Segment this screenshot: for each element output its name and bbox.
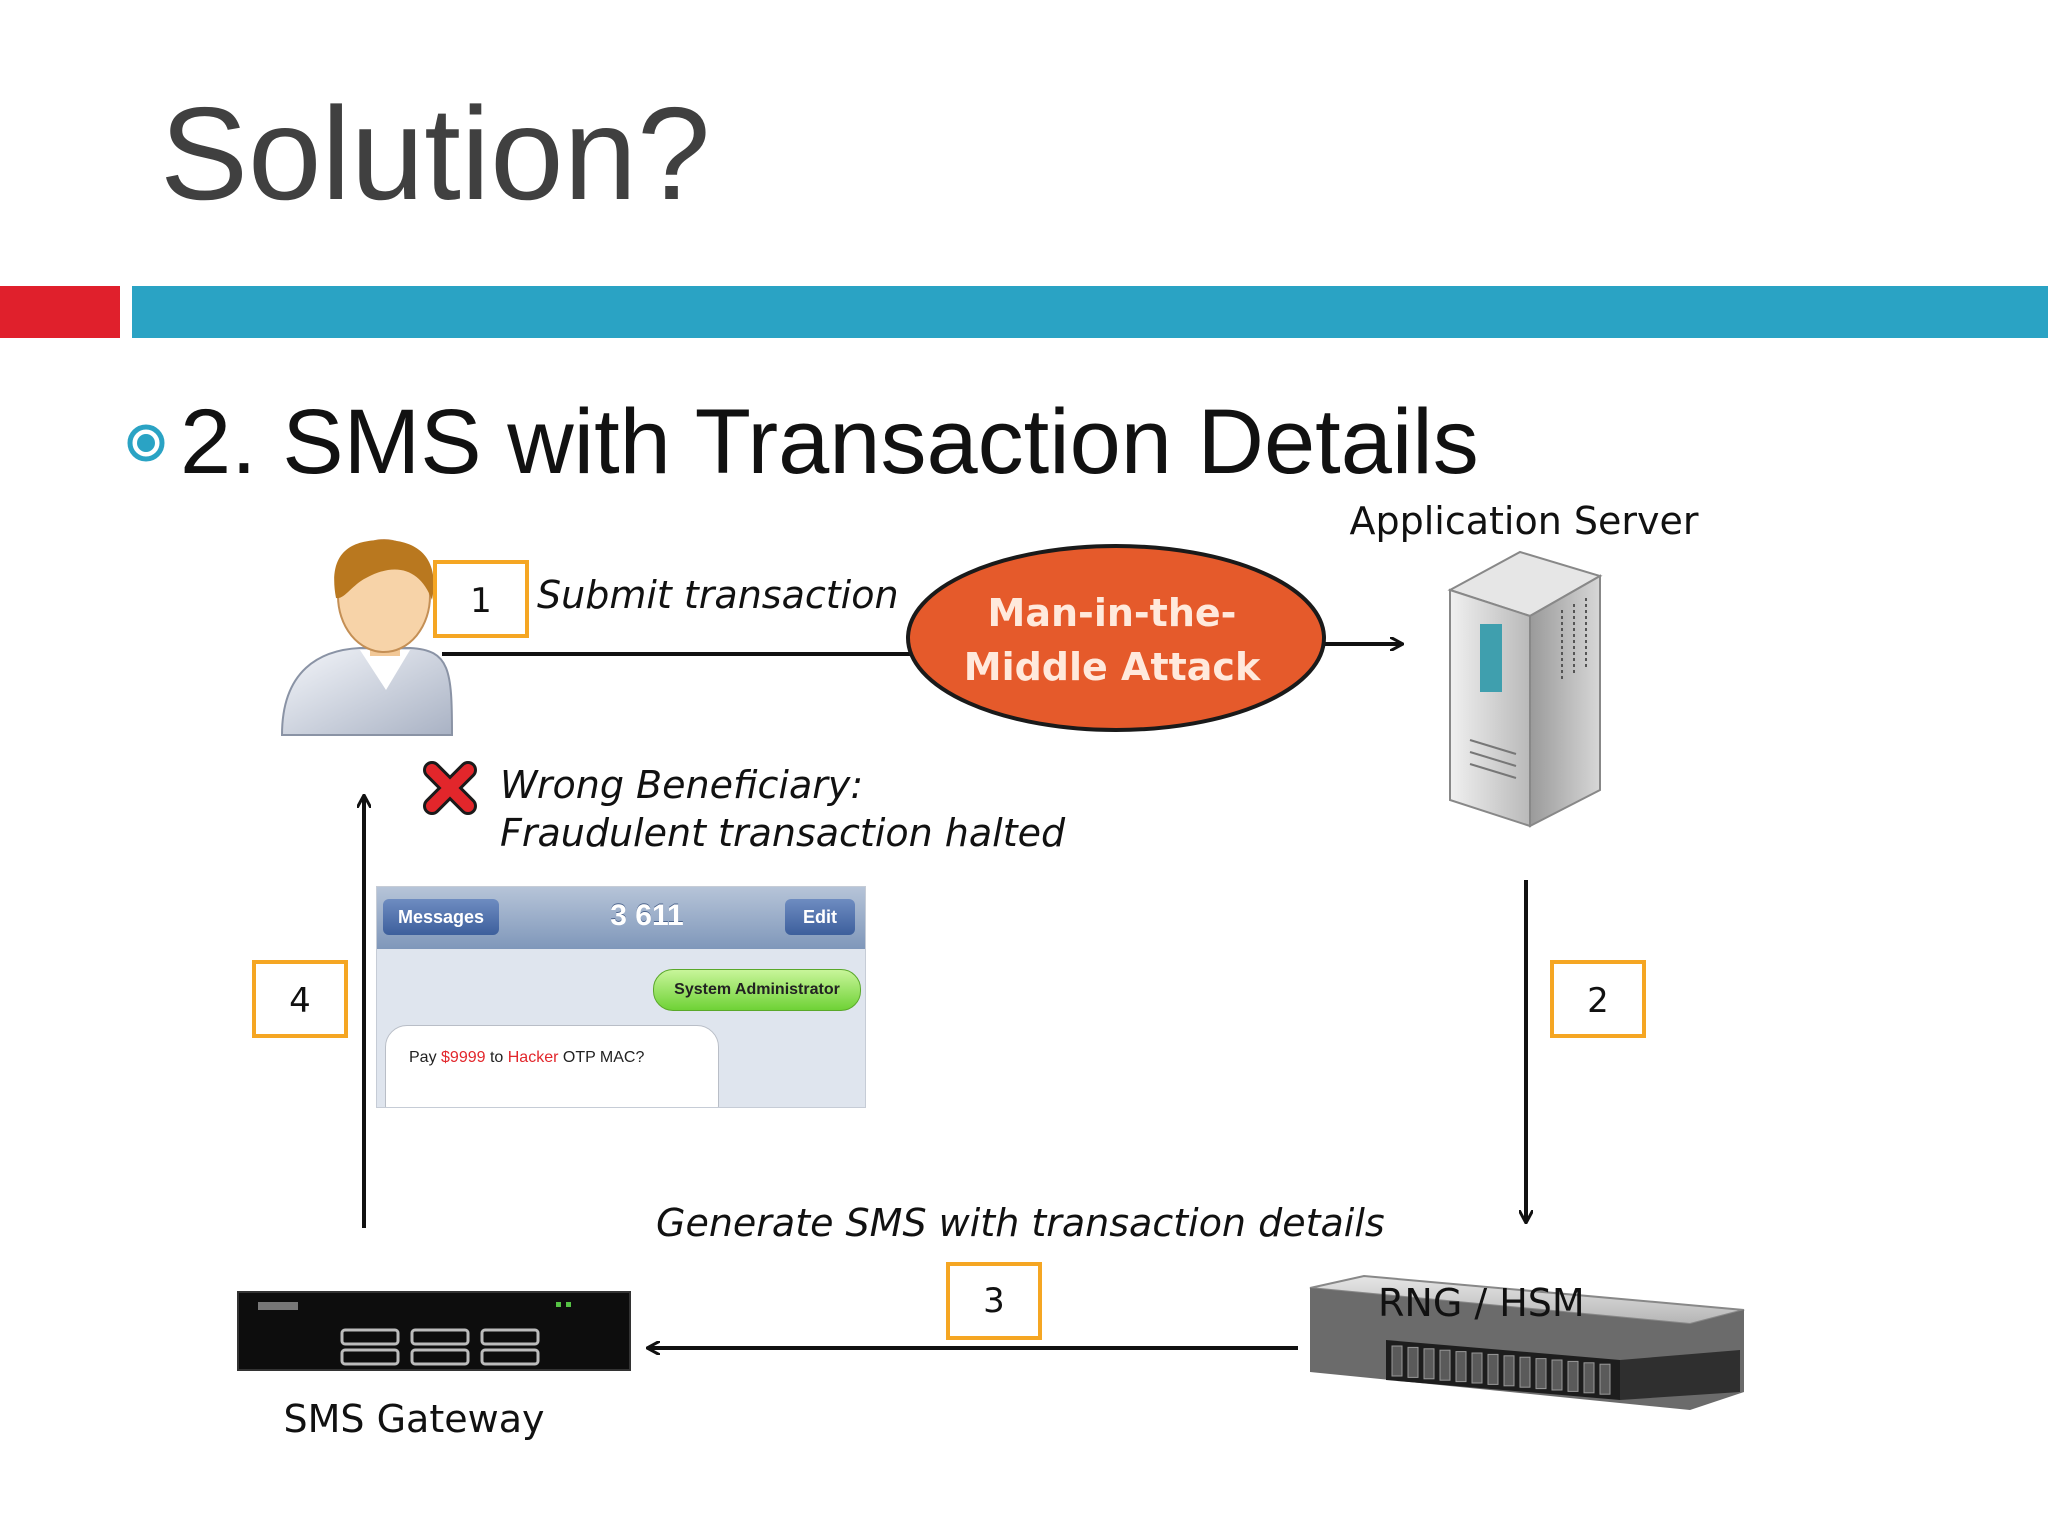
sms-gateway-label: SMS Gateway (284, 1397, 545, 1441)
mitm-label-line2: Middle Attack (964, 645, 1261, 689)
drive-bay (1487, 1353, 1499, 1385)
outcome-line1: Wrong Beneficiary: (500, 763, 863, 807)
drive-bay (1599, 1363, 1611, 1395)
sms-screenshot: Messages 3 611 Edit System Administrator… (376, 886, 866, 1108)
step-3-number: 3 (983, 1281, 1005, 1321)
message-payee: Hacker (507, 1049, 559, 1066)
header-bar-red (0, 286, 120, 338)
step-1-label: Submit transaction (537, 573, 899, 617)
drive-bay (1583, 1362, 1595, 1394)
sender-name-bubble: System Administrator (653, 969, 861, 1011)
outcome-line2: Fraudulent transaction halted (500, 811, 1066, 855)
edit-button[interactable]: Edit (785, 899, 855, 935)
drive-bay (1423, 1348, 1435, 1380)
step-4-number: 4 (289, 981, 311, 1021)
rng-hsm-label: RNG / HSM (1378, 1281, 1585, 1325)
bullet-circle-icon (127, 424, 165, 461)
drive-bay (1535, 1358, 1547, 1390)
rack-drive-bays (1391, 1345, 1611, 1395)
drive-bay (1471, 1352, 1483, 1384)
step-1-number: 1 (470, 581, 492, 621)
step-2-box (1550, 960, 1646, 1038)
header-bar-blue (132, 286, 2048, 338)
drive-bay (1439, 1349, 1451, 1381)
bullet-text: 2. SMS with Transaction Details (180, 391, 1479, 493)
server-tower-icon (1447, 550, 1603, 828)
message-mid: to (485, 1049, 508, 1066)
drive-bay (1455, 1351, 1467, 1383)
messages-back-button[interactable]: Messages (383, 899, 499, 935)
drive-bay (1503, 1355, 1515, 1387)
drive-bay (1519, 1356, 1531, 1388)
red-x-icon (423, 761, 477, 815)
message-suffix: OTP MAC? (558, 1049, 645, 1066)
bullet-row: 2. SMS with Transaction Details (126, 390, 1479, 495)
message-text: Pay $9999 to Hacker OTP MAC? (409, 1049, 644, 1067)
drive-bay (1391, 1345, 1403, 1377)
step-2-number: 2 (1587, 981, 1609, 1021)
app-server-label: Application Server (1349, 499, 1698, 543)
step-3-box (946, 1262, 1042, 1340)
step-1-box (433, 560, 529, 638)
step-3-label: Generate SMS with transaction details (656, 1201, 1385, 1245)
message-prefix: Pay (409, 1049, 442, 1066)
mitm-label-line1: Man-in-the- (988, 591, 1237, 635)
slide-title: Solution? (160, 80, 711, 227)
drive-bay (1551, 1359, 1563, 1391)
drive-bay (1567, 1360, 1579, 1392)
mitm-ellipse: Man-in-the- Middle Attack (906, 544, 1326, 732)
network-appliance-icon (237, 1291, 631, 1371)
message-bubble (385, 1025, 719, 1107)
step-4-box (252, 960, 348, 1038)
sender-number: 3 611 (610, 899, 684, 932)
drive-bay (1407, 1346, 1419, 1378)
user-icon (280, 539, 454, 736)
message-amount: $9999 (441, 1049, 486, 1066)
